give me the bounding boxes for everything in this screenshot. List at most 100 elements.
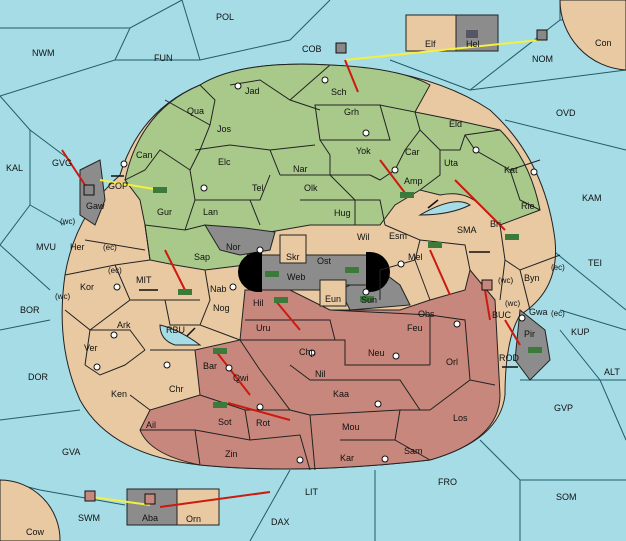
label-rot: Rot: [256, 418, 271, 428]
label-kar: Kar: [340, 453, 354, 463]
label-nog: Nog: [213, 303, 230, 313]
sea-label-lit: LIT: [305, 487, 319, 497]
territory-orn[interactable]: [176, 488, 220, 526]
territory-skr[interactable]: [279, 234, 307, 264]
label-aba: Aba: [142, 513, 158, 523]
label-ver: Ver: [84, 343, 98, 353]
label-qwi: Qwi: [233, 373, 249, 383]
coast-label-her-ec: (ec): [103, 243, 117, 252]
label-zin: Zin: [225, 449, 238, 459]
label-web: Web: [287, 272, 305, 282]
sea-label-sma: SMA: [457, 225, 477, 235]
label-skr: Skr: [286, 252, 300, 262]
sea-label-dor: DOR: [28, 372, 49, 382]
coast-label-gwa-ec: (ec): [551, 309, 565, 318]
sea-label-mvu: MVU: [36, 242, 56, 252]
red-region-south: [139, 268, 501, 470]
label-bar: Bar: [203, 361, 217, 371]
label-nil: Nil: [315, 369, 326, 379]
label-wil: Wil: [357, 232, 370, 242]
supply-centers: [93, 76, 538, 464]
sea-label-buc: BUC: [492, 310, 512, 320]
territory-con[interactable]: [559, 0, 626, 71]
label-pir: Pir: [524, 329, 535, 339]
label-nab: Nab: [210, 284, 227, 294]
label-hil: Hil: [253, 298, 264, 308]
label-chp: Chp: [299, 347, 316, 357]
label-ail: Ail: [146, 420, 156, 430]
territory-eun[interactable]: [319, 279, 347, 307]
label-uru: Uru: [256, 323, 271, 333]
label-mou: Mou: [342, 422, 360, 432]
inlet-sma: [418, 201, 471, 216]
sea-label-kam: KAM: [582, 193, 602, 203]
coast-label-byn-ec: (ec): [551, 263, 565, 272]
label-sun: Sun: [361, 295, 377, 305]
label-nar: Nar: [293, 164, 308, 174]
label-eld: Eld: [449, 119, 462, 129]
label-qua: Qua: [187, 106, 204, 116]
label-bri: Bri: [490, 219, 501, 229]
label-jad: Jad: [245, 86, 260, 96]
label-chr: Chr: [169, 384, 184, 394]
label-ost: Ost: [317, 256, 332, 266]
label-obs: Obs: [418, 309, 435, 319]
label-jos: Jos: [217, 124, 232, 134]
sea-label-cob: COB: [302, 44, 322, 54]
central-black-capsule: [238, 252, 390, 292]
label-gur: Gur: [157, 207, 172, 217]
label-neu: Neu: [368, 348, 385, 358]
army-units: [83, 29, 548, 505]
label-olk: Olk: [304, 183, 318, 193]
label-gwa: Gwa: [529, 307, 548, 317]
sea-label-cow: Cow: [26, 527, 45, 537]
sea-label-swm: SWM: [78, 513, 100, 523]
support-lines: [91, 39, 541, 506]
sea-label-dax: DAX: [271, 517, 290, 527]
sea-label-con: Con: [595, 38, 612, 48]
sea-label-ovd: OVD: [556, 108, 576, 118]
label-can: Can: [136, 150, 153, 160]
sea-label-gvp: GVP: [554, 403, 573, 413]
sea-label-kal: KAL: [6, 163, 23, 173]
label-sch: Sch: [331, 87, 347, 97]
sea-label-gvg: GVG: [52, 158, 72, 168]
sea-label-alt: ALT: [604, 367, 620, 377]
territory-nor[interactable]: [204, 224, 276, 256]
sea-label-fun: FUN: [154, 53, 173, 63]
sea-label-nom: NOM: [532, 54, 553, 64]
label-ark: Ark: [117, 320, 131, 330]
label-hug: Hug: [334, 208, 351, 218]
label-byn: Byn: [524, 273, 540, 283]
sea-label-som: SOM: [556, 492, 577, 502]
label-feu: Feu: [407, 323, 423, 333]
label-esm: Esm: [389, 231, 407, 241]
label-grh: Grh: [344, 107, 359, 117]
territory-pir[interactable]: [514, 309, 551, 381]
label-sot: Sot: [218, 417, 232, 427]
sea-label-bor: BOR: [20, 305, 40, 315]
inlet-rbu: [159, 324, 202, 346]
sea-label-fro: FRO: [438, 477, 457, 487]
label-elf: Elf: [425, 39, 436, 49]
sea-label-gva: GVA: [62, 447, 80, 457]
sea-label-rod: ROD: [499, 353, 520, 363]
label-orn: Orn: [186, 514, 201, 524]
label-los: Los: [453, 413, 468, 423]
territory-cow[interactable]: [0, 479, 61, 541]
label-amp: Amp: [404, 176, 423, 186]
label-ken: Ken: [111, 389, 127, 399]
label-mel: Mel: [408, 252, 423, 262]
sea-label-gop: GOP: [108, 181, 128, 191]
coast-label-gaw-wc: (wc): [60, 217, 75, 226]
label-orl: Orl: [446, 357, 458, 367]
label-yok: Yok: [356, 146, 371, 156]
label-her: Her: [70, 242, 85, 252]
coast-label-gwa-wc: (wc): [505, 299, 520, 308]
sea-label-kup: KUP: [571, 327, 590, 337]
label-eun: Eun: [325, 294, 341, 304]
label-rie: Rie: [521, 201, 535, 211]
label-kaa: Kaa: [333, 389, 349, 399]
